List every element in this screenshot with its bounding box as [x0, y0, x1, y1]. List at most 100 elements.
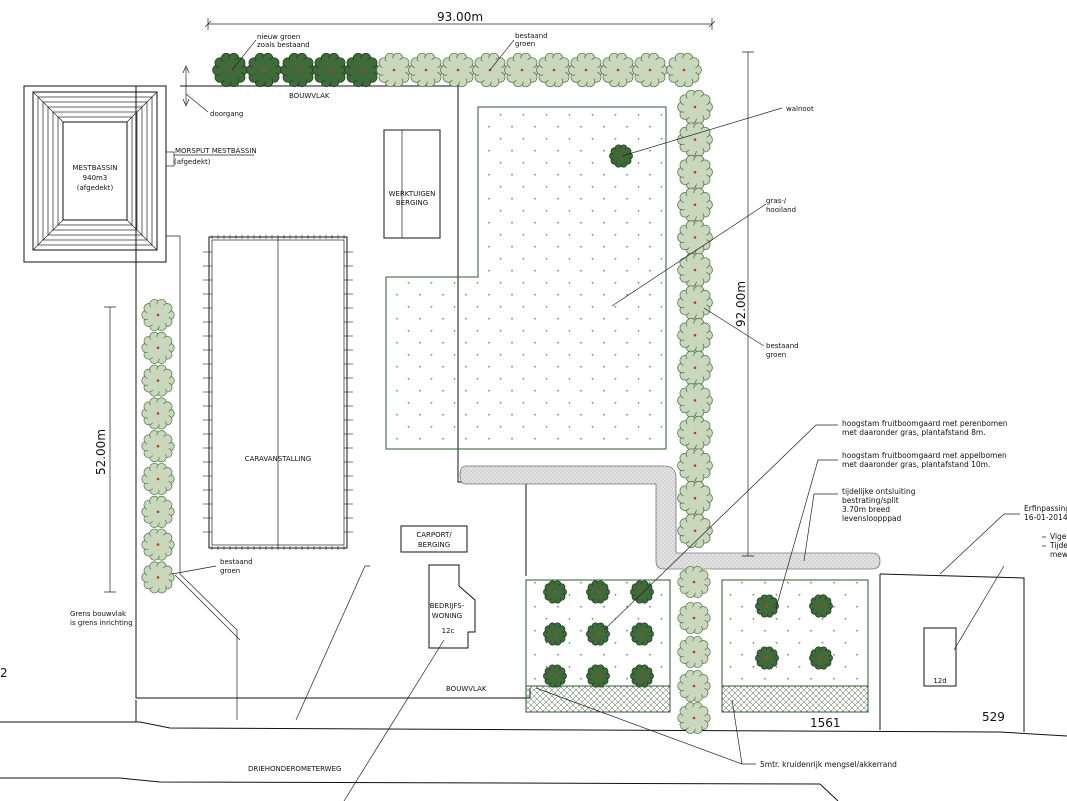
mestbassin-label-2: 940m3 — [83, 174, 108, 182]
label-grens-1: Grens bouwvlak — [70, 610, 127, 618]
label-parcel-1561: 1561 — [810, 716, 841, 730]
dimension-left-label: 52.00m — [94, 429, 108, 475]
orchard-apple — [721, 579, 869, 713]
label-peren-1: hoogstam fruitboomgaard met perenbomen — [842, 419, 1008, 428]
tree-canopy-icon — [568, 52, 604, 88]
label-bestaand-left-1: bestaand — [220, 558, 253, 566]
label-appel-1: hoogstam fruitboomgaard met appelbomen — [842, 451, 1007, 460]
carport-label-2: BERGING — [418, 541, 450, 549]
tree-canopy-icon — [677, 383, 713, 418]
label-erf-4: Tijde — [1049, 541, 1067, 550]
tree-canopy-icon — [141, 561, 175, 594]
neighbor-parcel: 12d — [879, 565, 1025, 732]
tree-canopy-icon — [809, 646, 833, 670]
tree-canopy-icon — [677, 187, 713, 222]
morsput-label-1: MORSPUT MESTBASSIN — [175, 147, 257, 155]
tree-canopy-icon — [141, 397, 175, 430]
tree-canopy-icon — [141, 298, 175, 332]
tree-canopy-icon — [246, 52, 282, 88]
label-left-edge: 2 — [0, 666, 8, 680]
label-erf-5: mewe — [1050, 550, 1067, 559]
tree-canopy-icon — [141, 528, 175, 561]
tree-canopy-icon — [630, 580, 654, 604]
tree-canopy-icon — [543, 580, 567, 604]
tree-canopy-icon — [677, 481, 713, 516]
doorgang-label: doorgang — [210, 110, 243, 118]
tree-canopy-icon — [141, 364, 175, 397]
label-ontsluiting-4: levensloopppad — [842, 514, 902, 523]
tree-canopy-icon — [312, 52, 348, 88]
mestbassin-label-1: MESTBASSIN — [73, 164, 118, 172]
tree-canopy-icon — [543, 664, 567, 688]
tree-canopy-icon — [586, 580, 610, 604]
tree-rows — [141, 52, 833, 735]
label-ontsluiting-1: tijdelijke ontsluiting — [842, 487, 916, 496]
tree-canopy-icon — [536, 52, 572, 88]
tree-canopy-icon — [586, 664, 610, 688]
label-gras-2: hooiland — [766, 206, 796, 214]
annotations: nieuw groen zoals bestaand bestaand groe… — [0, 32, 1067, 773]
road-lines — [0, 700, 1067, 801]
label-erf-3: Vige — [1050, 532, 1067, 541]
werktuigen-berging: WERKTUIGEN BERGING — [383, 129, 441, 239]
label-nieuw-groen-1: nieuw groen — [257, 33, 300, 41]
label-kruidenrijk: 5mtr. kruidenrijk mengsel/akkerrand — [760, 760, 897, 769]
tree-canopy-icon — [677, 220, 713, 255]
dimension-left: 52.00m — [94, 306, 116, 593]
tree-canopy-icon — [677, 285, 713, 320]
label-grens-2: is grens inrichting — [70, 619, 133, 627]
access-path — [459, 465, 881, 570]
tree-canopy-icon — [755, 646, 779, 670]
label-bouwvlak-top: BOUWVLAK — [289, 92, 330, 100]
woning-label-1: BEDRIJFS- — [430, 602, 465, 610]
werktuigen-label-2: BERGING — [396, 199, 428, 207]
tree-canopy-icon — [677, 635, 711, 669]
label-erf-1: Erfinpassing — [1024, 504, 1067, 513]
tree-canopy-icon — [212, 52, 248, 88]
tree-canopy-icon — [408, 52, 444, 88]
tree-canopy-icon — [677, 318, 713, 353]
caravan-label: CARAVANSTALLING — [245, 455, 311, 463]
meadow — [385, 106, 667, 450]
label-appel-2: met daaronder gras, plantafstand 10m. — [842, 460, 990, 469]
dimension-top-label: 93.00m — [437, 10, 483, 24]
label-ontsluiting-2: bestrating/split — [842, 496, 899, 505]
dimension-top: 93.00m — [204, 10, 716, 30]
tree-canopy-icon — [632, 52, 668, 88]
label-erf-2: 16-01-2014 — [1024, 513, 1067, 522]
tree-canopy-icon — [504, 52, 540, 88]
tree-canopy-icon — [344, 52, 380, 88]
label-walnoot: walnoot — [786, 105, 814, 113]
tree-canopy-icon — [609, 144, 633, 168]
tree-canopy-icon — [809, 594, 833, 618]
tree-canopy-icon — [280, 52, 316, 88]
tree-canopy-icon — [677, 669, 711, 703]
mestbassin: MESTBASSIN 940m3 (afgedekt) — [23, 85, 167, 263]
label-peren-2: met daaronder gras, plantafstand 8m. — [842, 428, 986, 437]
tree-canopy-icon — [755, 594, 779, 618]
tree-canopy-icon — [677, 155, 713, 190]
dimension-right: 92.00m — [734, 51, 754, 557]
label-bestaand-right-1: bestaand — [766, 342, 799, 350]
label-parcel-529: 529 — [982, 710, 1005, 724]
label-nieuw-groen-2: zoals bestaand — [257, 41, 310, 49]
tree-canopy-icon — [677, 415, 713, 451]
label-road: DRIEHONDEROMETERWEG — [248, 765, 341, 773]
tree-canopy-icon — [141, 462, 175, 496]
woning-number: 12c — [442, 627, 455, 635]
tree-canopy-icon — [141, 430, 175, 463]
tree-canopy-icon — [630, 664, 654, 688]
tree-canopy-icon — [600, 52, 636, 88]
tree-canopy-icon — [666, 52, 702, 88]
tree-canopy-icon — [440, 52, 476, 88]
label-bouwvlak-bottom: BOUWVLAK — [446, 685, 487, 693]
mestbassin-label-3: (afgedekt) — [77, 184, 114, 192]
tree-canopy-icon — [141, 495, 175, 528]
tree-canopy-icon — [141, 331, 175, 364]
tree-canopy-icon — [677, 252, 713, 288]
tree-canopy-icon — [677, 122, 713, 157]
woning-label-2: WONING — [432, 612, 462, 620]
tree-canopy-icon — [376, 52, 412, 88]
